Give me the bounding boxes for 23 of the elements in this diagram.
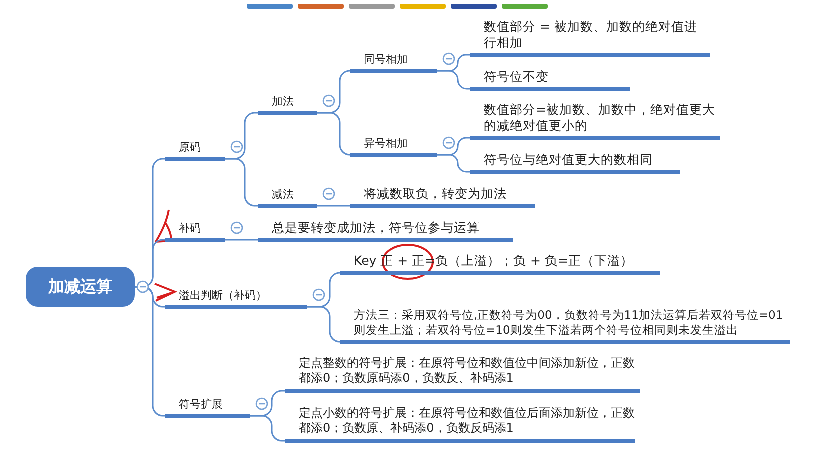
- topic-text: 总是要转变成加法，符号位参与运算: [272, 220, 481, 236]
- topic-text: 将减数取负，转变为加法: [364, 186, 508, 202]
- topic-text: 减法: [272, 188, 295, 202]
- branch-line: [225, 239, 258, 241]
- topic-text: 原码: [179, 140, 202, 155]
- branch-line: [437, 70, 470, 90]
- topic-text: 数值部分=被加数、加数中，绝对值更大的减绝对值更小的: [484, 102, 716, 134]
- branch-line: [250, 415, 285, 442]
- topic-text: 定点整数的符号扩展：在原符号位和数值位中间添加新位，正数都添0；负数原码添0，负数反、补码添1: [299, 356, 636, 387]
- topic-text: 定点小数的符号扩展：在原符号位和数值位后面添加新位，正数都添0；负数原、补码添0，负数反码添1: [299, 406, 635, 437]
- topic-text: 符号扩展: [179, 398, 224, 412]
- topic-text: 溢出判断（补码）: [179, 288, 268, 303]
- central-topic-box: [26, 267, 135, 307]
- topic-text: 加法: [272, 94, 295, 109]
- topic-text: 符号位与绝对值更大的数相同: [484, 152, 654, 168]
- branch-line: [317, 205, 350, 207]
- topic-text: 数值部分 = 被加数、加数的绝对值进行相加: [484, 18, 698, 51]
- central-topic-text: 加减运算: [48, 276, 112, 298]
- topic-text: 方法三：采用双符号位,正数符号为00，负数符号为11加法运算后若双符号位=01则发生上溢；若双符号位=10则发生下溢若两个符号位相同则未发生溢出: [354, 308, 784, 338]
- topic-text: 补码: [179, 222, 202, 236]
- topic-text: 符号位不变: [484, 68, 550, 85]
- topic-text: 异号相加: [364, 136, 409, 151]
- topic-text: 同号相加: [364, 52, 409, 67]
